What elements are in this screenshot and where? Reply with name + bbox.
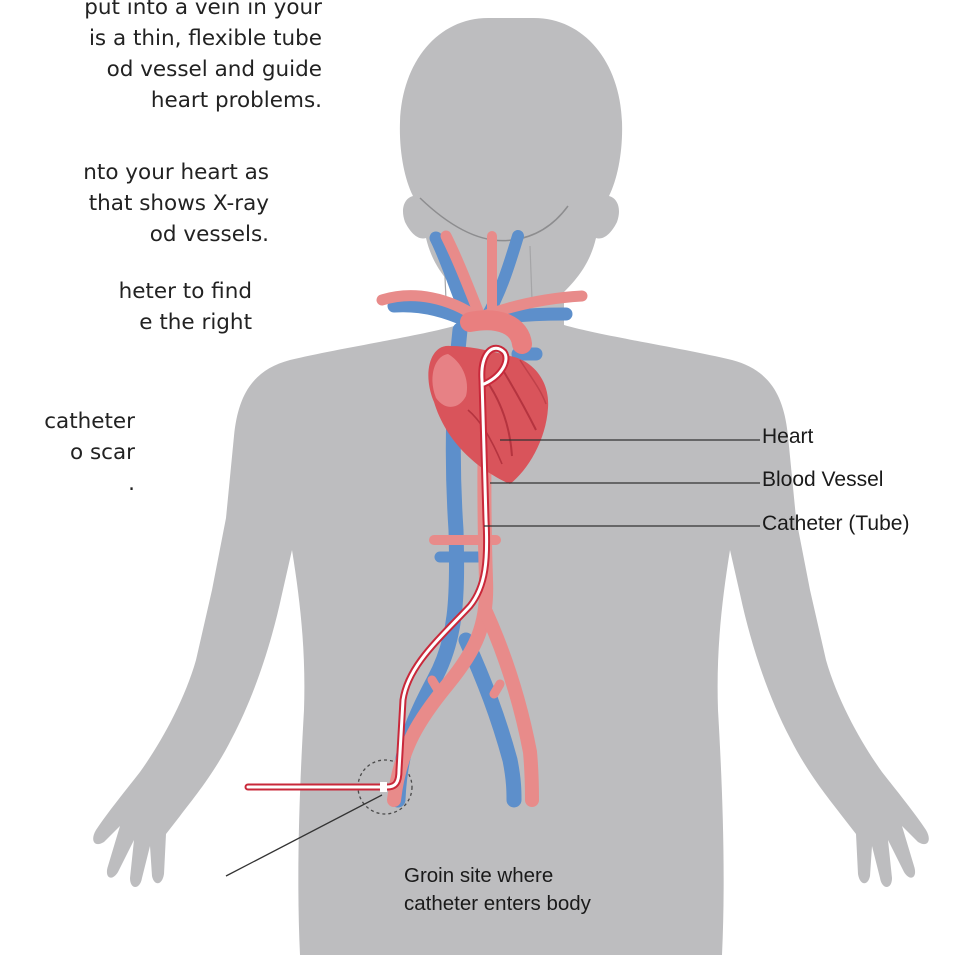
paragraph-1-line-3: od vessel and guide	[0, 54, 322, 85]
groin-label-line-2: catheter enters body	[404, 890, 591, 918]
paragraph-1-line-1: put into a vein in your	[0, 0, 322, 23]
heart-label: Heart	[762, 424, 813, 450]
paragraph-3: heter to find e the right	[0, 276, 252, 338]
paragraph-2: nto your heart as that shows X-ray od ve…	[0, 157, 269, 250]
paragraph-3-line-1: heter to find	[0, 276, 252, 307]
paragraph-2-line-2: that shows X-ray	[0, 188, 269, 219]
paragraph-1-line-4: heart problems.	[0, 85, 322, 116]
groin-site-label: Groin site where catheter enters body	[404, 862, 591, 918]
paragraph-2-line-1: nto your heart as	[0, 157, 269, 188]
paragraph-4-line-2: o scar	[0, 437, 135, 468]
blood-vessel-label: Blood Vessel	[762, 467, 883, 493]
paragraph-4: catheter o scar .	[0, 406, 135, 499]
paragraph-2-line-3: od vessels.	[0, 219, 269, 250]
paragraph-1-line-2: is a thin, flexible tube	[0, 23, 322, 54]
catheter-label: Catheter (Tube)	[762, 511, 909, 537]
paragraph-1: put into a vein in your is a thin, flexi…	[0, 0, 322, 116]
paragraph-4-line-1: catheter	[0, 406, 135, 437]
groin-label-line-1: Groin site where	[404, 862, 591, 890]
paragraph-3-line-2: e the right	[0, 307, 252, 338]
paragraph-4-line-3: .	[0, 468, 135, 499]
